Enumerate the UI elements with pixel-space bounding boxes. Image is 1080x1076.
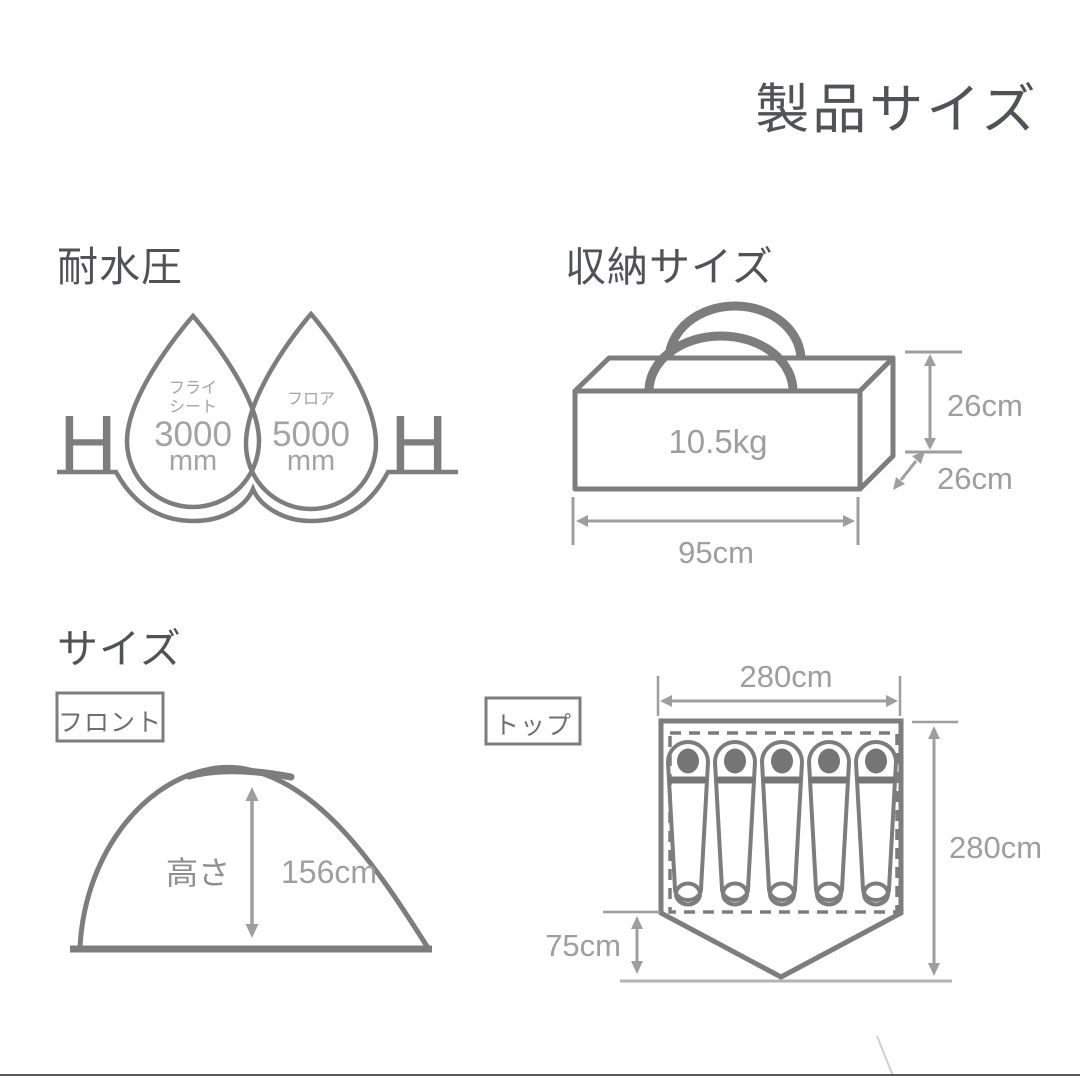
sleeping-bag-icon: [759, 740, 805, 907]
footprint-outline: [658, 718, 904, 980]
water-column-symbol-left: H: [59, 399, 117, 488]
water-resistance-section: 耐水圧 H H フライ シート 3000 mm フロア 5000 mm: [57, 244, 458, 524]
bag-length-dimension: 95cm: [571, 497, 860, 570]
height-label: 高さ: [166, 855, 230, 891]
top-view-tag: トップ: [494, 712, 572, 740]
water-drop-icon: [124, 312, 262, 510]
bag-top-face: [572, 355, 896, 394]
bag-back-handle: [664, 301, 806, 361]
sleeping-bag-icon: [665, 740, 711, 907]
flysheet-rating-unit: mm: [169, 445, 217, 477]
vestibule-depth-value: 75cm: [545, 928, 621, 963]
water-drop-icon: [243, 310, 379, 512]
height-value: 156cm: [281, 854, 377, 890]
front-view: フロント 高さ 156cm: [55, 691, 432, 953]
water-gauge-baseline: [57, 469, 458, 524]
water-drop-floor: フロア 5000 mm: [243, 310, 379, 512]
front-view-tag: フロント: [58, 709, 162, 737]
carry-bag-icon: 10.5kg: [572, 301, 896, 492]
tent-length-dimension: 280cm: [912, 720, 1042, 976]
bag-weight-label: 10.5kg: [668, 423, 767, 460]
head-dot: [818, 748, 840, 774]
tent-footprint-icon: [658, 718, 904, 980]
top-view-tag-box: [484, 696, 582, 746]
sleeping-bag-icon: [853, 740, 899, 907]
page-title: 製品サイズ: [755, 80, 1038, 140]
tent-width-dimension: 280cm: [656, 659, 902, 716]
sleeping-bag-icon: [712, 740, 758, 907]
head-dot: [677, 748, 699, 774]
tent-width-value: 280cm: [739, 659, 832, 694]
floor-label: フロア: [287, 391, 335, 408]
water-resistance-heading: 耐水圧: [57, 244, 183, 290]
floor-rating-unit: mm: [287, 445, 335, 477]
storage-size-section: 収納サイズ 10.5kg 26cm 26cm: [565, 244, 1023, 570]
bag-length-value: 95cm: [678, 535, 754, 570]
bag-height-value: 26cm: [947, 388, 1023, 423]
size-section: サイズ フロント 高さ 156cm トップ 28: [55, 626, 1042, 983]
floor-rating-value: 5000: [272, 415, 350, 454]
bag-front-face: [572, 388, 863, 492]
foot-circle: [721, 881, 749, 907]
tent-height-dimension: 高さ 156cm: [166, 787, 377, 938]
size-heading: サイズ: [57, 626, 182, 672]
foot-circle: [862, 881, 890, 907]
foot-circle: [674, 881, 702, 907]
bag-front-handle: [644, 331, 798, 392]
tent-front-silhouette-icon: [70, 764, 432, 953]
head-dot: [771, 748, 793, 774]
head-dot: [865, 748, 887, 774]
flysheet-label-line1: フライ: [169, 380, 217, 397]
top-view: トップ 280cm: [484, 659, 1042, 983]
water-drop-flysheet: フライ シート 3000 mm: [124, 312, 262, 510]
bag-height-dimension: 26cm: [905, 350, 1023, 454]
bag-depth-dimension: 26cm: [893, 451, 1013, 496]
storage-size-heading: 収納サイズ: [565, 244, 774, 290]
front-view-tag-box: [55, 691, 165, 743]
sleeping-bag-icon: [806, 740, 852, 907]
flysheet-rating-value: 3000: [154, 415, 232, 454]
foot-circle: [815, 881, 843, 907]
vestibule-depth-dimension: 75cm: [545, 910, 952, 983]
scratch-artifact-line: [876, 1035, 894, 1076]
flysheet-label-line2: シート: [169, 399, 217, 416]
bag-depth-value: 26cm: [937, 461, 1013, 496]
tent-length-value: 280cm: [949, 830, 1042, 865]
head-dot: [724, 748, 746, 774]
water-column-symbol-right: H: [390, 399, 448, 488]
foot-circle: [768, 881, 796, 907]
